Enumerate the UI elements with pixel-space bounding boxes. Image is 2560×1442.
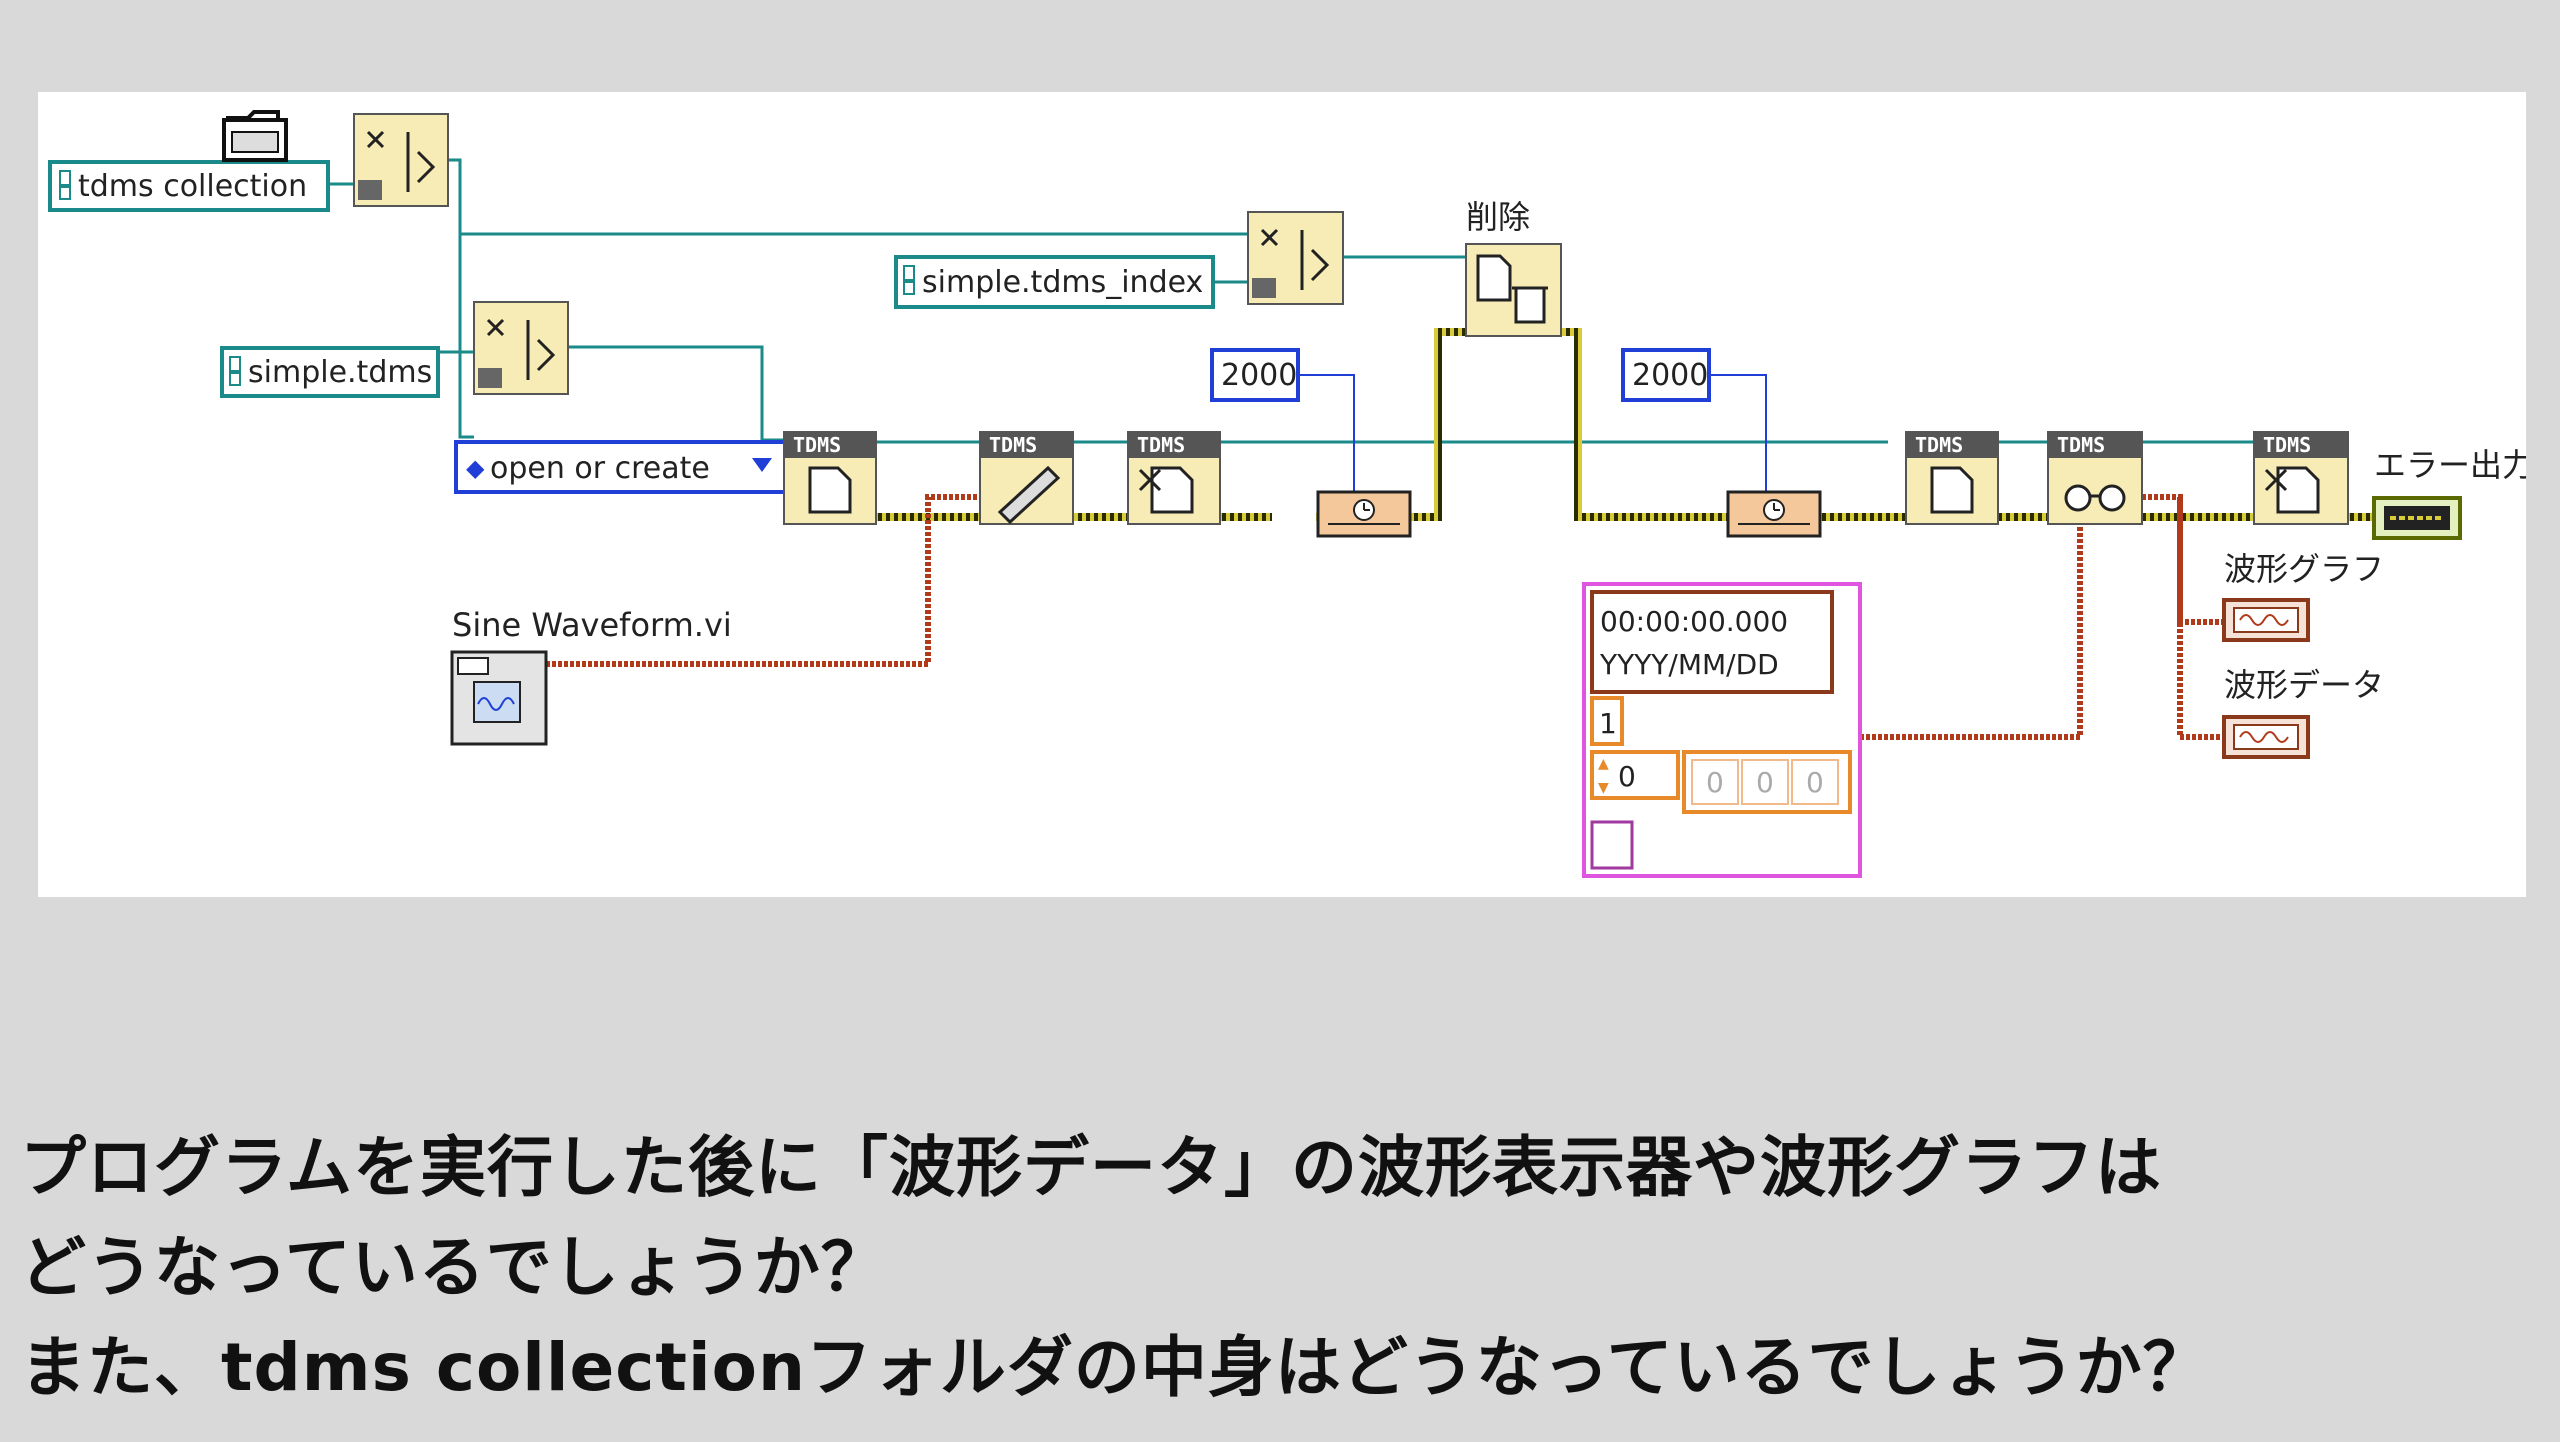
- pencil-icon: [997, 465, 1061, 525]
- tdms-write-node[interactable]: TDMS: [979, 431, 1074, 525]
- numeric-value: 2000: [1221, 358, 1297, 393]
- enum-open-or-create[interactable]: ◆ open or create: [454, 440, 794, 494]
- question-line-1: プログラムを実行した後に「波形データ」の波形表示器や波形グラフは: [20, 1129, 2163, 1206]
- tdms-badge: TDMS: [793, 433, 841, 457]
- dt-value: 1: [1599, 707, 1617, 740]
- wait-ms-node-1[interactable]: [1316, 490, 1412, 538]
- path-constant-simple-tdms-index[interactable]: simple.tdms_index: [894, 255, 1215, 309]
- sine-waveform-label: Sine Waveform.vi: [452, 606, 732, 644]
- file-new-icon: [808, 466, 852, 514]
- file-new-icon: [1930, 466, 1974, 514]
- build-path-node-2[interactable]: [473, 301, 569, 395]
- array-element: 0: [1806, 766, 1824, 799]
- error-out-indicator: [2372, 496, 2462, 540]
- folder-icon: [222, 110, 288, 162]
- waveform-data-indicator: [2222, 715, 2310, 759]
- build-path-node-3[interactable]: [1247, 211, 1344, 305]
- path-constant-simple-tdms[interactable]: simple.tdms: [220, 346, 440, 398]
- tdms-badge: TDMS: [2057, 433, 2105, 457]
- question-text: プログラムを実行した後に「波形データ」の波形表示器や波形グラフは どうなっている…: [20, 1118, 2540, 1418]
- file-close-icon: [2276, 466, 2320, 514]
- waveform-graph-label: 波形グラフ: [2224, 550, 2384, 588]
- tdms-badge: TDMS: [2263, 433, 2311, 457]
- tdms-close-node-1[interactable]: TDMS: [1127, 431, 1221, 525]
- delete-label: 削除: [1466, 198, 1530, 236]
- sine-icon: [477, 697, 515, 711]
- glasses-icon: [2064, 484, 2126, 512]
- waveform-data-label: 波形データ: [2224, 666, 2384, 704]
- timestamp-date: YYYY/MM/DD: [1599, 648, 1779, 681]
- file-close-icon: [1150, 466, 1194, 514]
- numeric-constant-2000-b[interactable]: 2000: [1621, 348, 1711, 402]
- error-out-label: エラー出力: [2374, 446, 2526, 484]
- path-constant-label: simple.tdms_index: [922, 265, 1203, 300]
- waveform-constant[interactable]: 00:00:00.000 YYYY/MM/DD 1 ▲ ▼ 0 0 0 0: [1582, 582, 1862, 878]
- svg-text:▼: ▼: [1598, 780, 1609, 796]
- build-path-node-1[interactable]: [353, 113, 449, 207]
- delete-node[interactable]: [1465, 243, 1562, 337]
- timestamp-time: 00:00:00.000: [1600, 605, 1788, 638]
- question-line-3: また、tdms collectionフォルダの中身はどうなっているでしょうか？: [20, 1329, 2210, 1406]
- block-diagram: tdms collection simple.tdms simple.tdms_…: [48, 110, 2526, 878]
- array-element: 0: [1706, 766, 1724, 799]
- wait-ms-node-2[interactable]: [1726, 490, 1822, 538]
- chevron-down-icon: [752, 458, 772, 472]
- trash-icon: [1514, 286, 1546, 324]
- tdms-open-node-2[interactable]: TDMS: [1905, 431, 1999, 525]
- tdms-read-node[interactable]: TDMS: [2047, 431, 2143, 525]
- tdms-close-node-2[interactable]: TDMS: [2253, 431, 2349, 525]
- block-diagram-panel: tdms collection simple.tdms simple.tdms_…: [38, 92, 2526, 897]
- svg-text:▲: ▲: [1598, 756, 1609, 772]
- index-value: 0: [1618, 760, 1636, 793]
- waveform-icon: [2239, 731, 2289, 743]
- waveform-graph-indicator: [2222, 598, 2310, 642]
- svg-text:◆: ◆: [466, 454, 485, 482]
- enum-label: open or create: [490, 451, 710, 486]
- path-constant-label: simple.tdms: [248, 355, 432, 390]
- tdms-badge: TDMS: [1915, 433, 1963, 457]
- index-stepper[interactable]: [1590, 750, 1680, 800]
- numeric-value: 2000: [1632, 358, 1708, 393]
- numeric-constant-2000-a[interactable]: 2000: [1210, 348, 1300, 402]
- tdms-badge: TDMS: [989, 433, 1037, 457]
- waveform-icon: [2239, 614, 2289, 626]
- tdms-open-node-1[interactable]: TDMS: [783, 431, 877, 525]
- question-line-2: どうなっているでしょうか？: [20, 1229, 888, 1306]
- waveform-wires: [546, 494, 2224, 740]
- sine-waveform-vi[interactable]: [450, 650, 548, 746]
- path-constant-tdms-collection[interactable]: tdms collection: [48, 160, 330, 212]
- attributes-cluster: [1590, 820, 1634, 870]
- array-element: 0: [1756, 766, 1774, 799]
- path-constant-label: tdms collection: [78, 169, 307, 204]
- tdms-badge: TDMS: [1137, 433, 1185, 457]
